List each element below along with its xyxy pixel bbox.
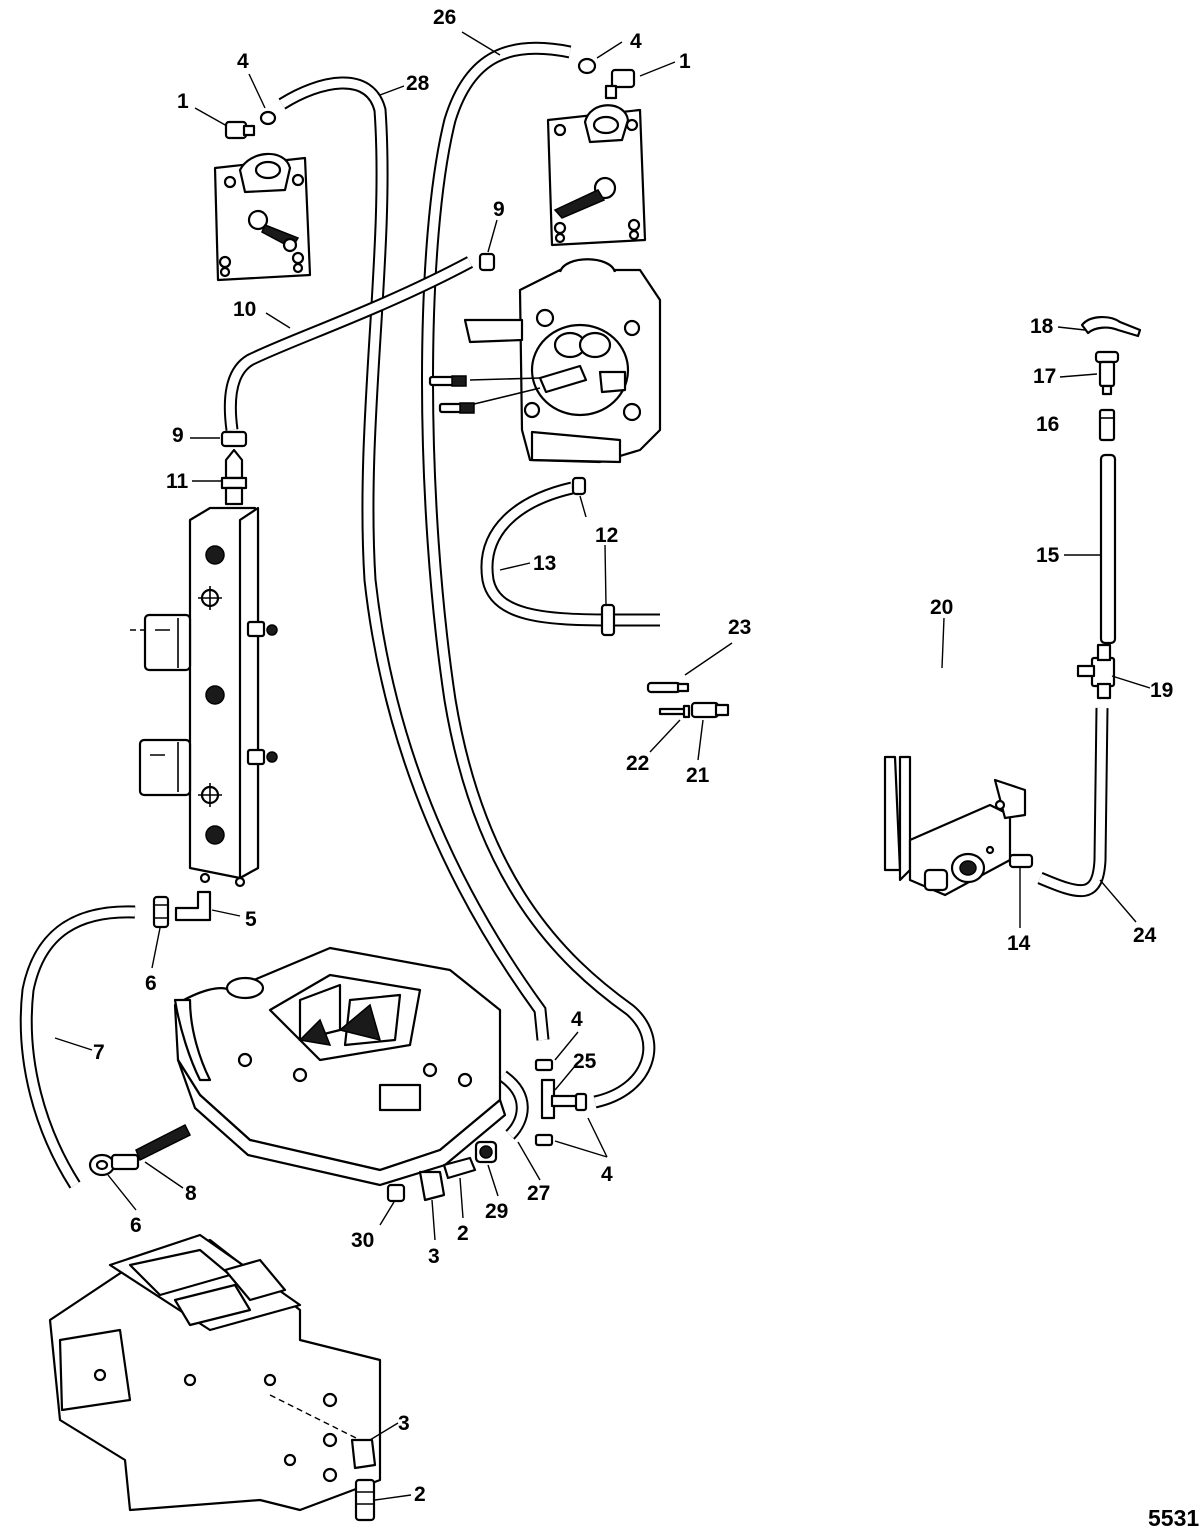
callout-6: 6 xyxy=(145,972,157,995)
tee-25 xyxy=(540,1078,582,1120)
elbow-3-low xyxy=(350,1438,377,1470)
clamp-6-low xyxy=(88,1153,116,1177)
figure-number: 5531 xyxy=(1148,1505,1199,1531)
callout-12: 12 xyxy=(595,524,618,547)
fitting-11 xyxy=(220,448,248,506)
callout-19: 19 xyxy=(1150,679,1173,702)
callout-26: 26 xyxy=(433,6,456,29)
hose-20 xyxy=(731,667,1079,713)
callout-30: 30 xyxy=(351,1229,374,1252)
connector-21 xyxy=(690,701,730,719)
clamp-4-top xyxy=(577,57,597,75)
callout-7: 7 xyxy=(93,1041,105,1064)
callout-9: 9 xyxy=(172,424,184,447)
fuel-pump-right xyxy=(546,104,647,247)
callout-20: 20 xyxy=(930,596,953,619)
callout-29: 29 xyxy=(485,1200,508,1223)
leader-lines xyxy=(54,31,1151,1501)
clamp-4-left xyxy=(259,110,277,126)
plug-30 xyxy=(386,1183,406,1203)
elbow-3-mid xyxy=(418,1170,446,1202)
hose-15 xyxy=(1099,453,1117,645)
hose-24 xyxy=(1037,707,1109,898)
clamp-12-low xyxy=(600,603,616,637)
callout-17: 17 xyxy=(1033,365,1056,388)
callout-25: 25 xyxy=(573,1050,597,1073)
tee-19 xyxy=(1076,643,1116,700)
callout-2: 2 xyxy=(457,1222,469,1245)
fitting-8 xyxy=(110,1123,192,1171)
clamp-12-top xyxy=(571,476,587,496)
callout-10: 10 xyxy=(233,298,256,321)
callout-3: 3 xyxy=(428,1245,440,1268)
callout-1: 1 xyxy=(679,50,691,73)
fitting-1-right xyxy=(604,68,636,100)
valve-17 xyxy=(1094,350,1120,396)
mounting-bracket xyxy=(883,755,1027,897)
callout-4: 4 xyxy=(237,50,249,73)
fitting-4-mid xyxy=(534,1058,554,1072)
fuel-pump-body xyxy=(428,258,662,464)
fitting-2-mid xyxy=(442,1156,477,1180)
callout-15: 15 xyxy=(1036,544,1060,567)
fitting-4-right xyxy=(574,1092,588,1112)
callout-16: 16 xyxy=(1036,413,1059,436)
fitting-16 xyxy=(1098,408,1116,442)
callout-21: 21 xyxy=(686,764,710,787)
callout-28: 28 xyxy=(406,72,430,95)
hose-7 xyxy=(19,905,136,1189)
callout-18: 18 xyxy=(1030,315,1054,338)
callout-8: 8 xyxy=(185,1182,197,1205)
hose-28 xyxy=(278,76,550,1041)
hose-10 xyxy=(223,256,474,431)
callout-5: 5 xyxy=(245,908,257,931)
clamp-9-mid xyxy=(220,430,248,448)
callout-3: 3 xyxy=(398,1412,410,1435)
fitting-2-low xyxy=(354,1478,376,1522)
pin-22 xyxy=(658,704,691,719)
adapter-plate xyxy=(48,1233,382,1512)
fitting-29 xyxy=(474,1140,498,1164)
hose-27 xyxy=(498,1070,529,1140)
callout-14: 14 xyxy=(1007,932,1031,955)
fitting-1-left xyxy=(224,120,256,140)
callout-22: 22 xyxy=(626,752,649,775)
callout-labels: 26 4 1 4 28 1 9 10 9 11 18 17 16 12 13 1… xyxy=(93,6,1173,1506)
callout-6: 6 xyxy=(130,1214,142,1237)
clip-18 xyxy=(1080,316,1142,338)
hose-26 xyxy=(421,41,656,1109)
callout-4: 4 xyxy=(630,30,642,53)
intake-manifold xyxy=(173,946,507,1187)
callout-13: 13 xyxy=(533,552,556,575)
callout-24: 24 xyxy=(1133,924,1157,947)
clamp-9-top xyxy=(478,252,496,272)
callout-9: 9 xyxy=(493,198,505,221)
vapor-separator xyxy=(130,506,278,888)
fitting-6-top xyxy=(152,895,170,929)
fitting-14 xyxy=(1008,853,1034,869)
callout-2: 2 xyxy=(414,1483,426,1506)
callout-23: 23 xyxy=(728,616,751,639)
callout-11: 11 xyxy=(166,470,189,493)
fuel-pump-left xyxy=(213,152,312,282)
callout-4: 4 xyxy=(601,1163,613,1186)
pin-23 xyxy=(646,681,690,694)
fitting-4-low xyxy=(534,1133,554,1147)
callout-1: 1 xyxy=(177,90,189,113)
callout-4: 4 xyxy=(571,1008,583,1031)
callout-27: 27 xyxy=(527,1182,550,1205)
hose-13 xyxy=(480,481,660,627)
elbow-5 xyxy=(174,890,212,922)
